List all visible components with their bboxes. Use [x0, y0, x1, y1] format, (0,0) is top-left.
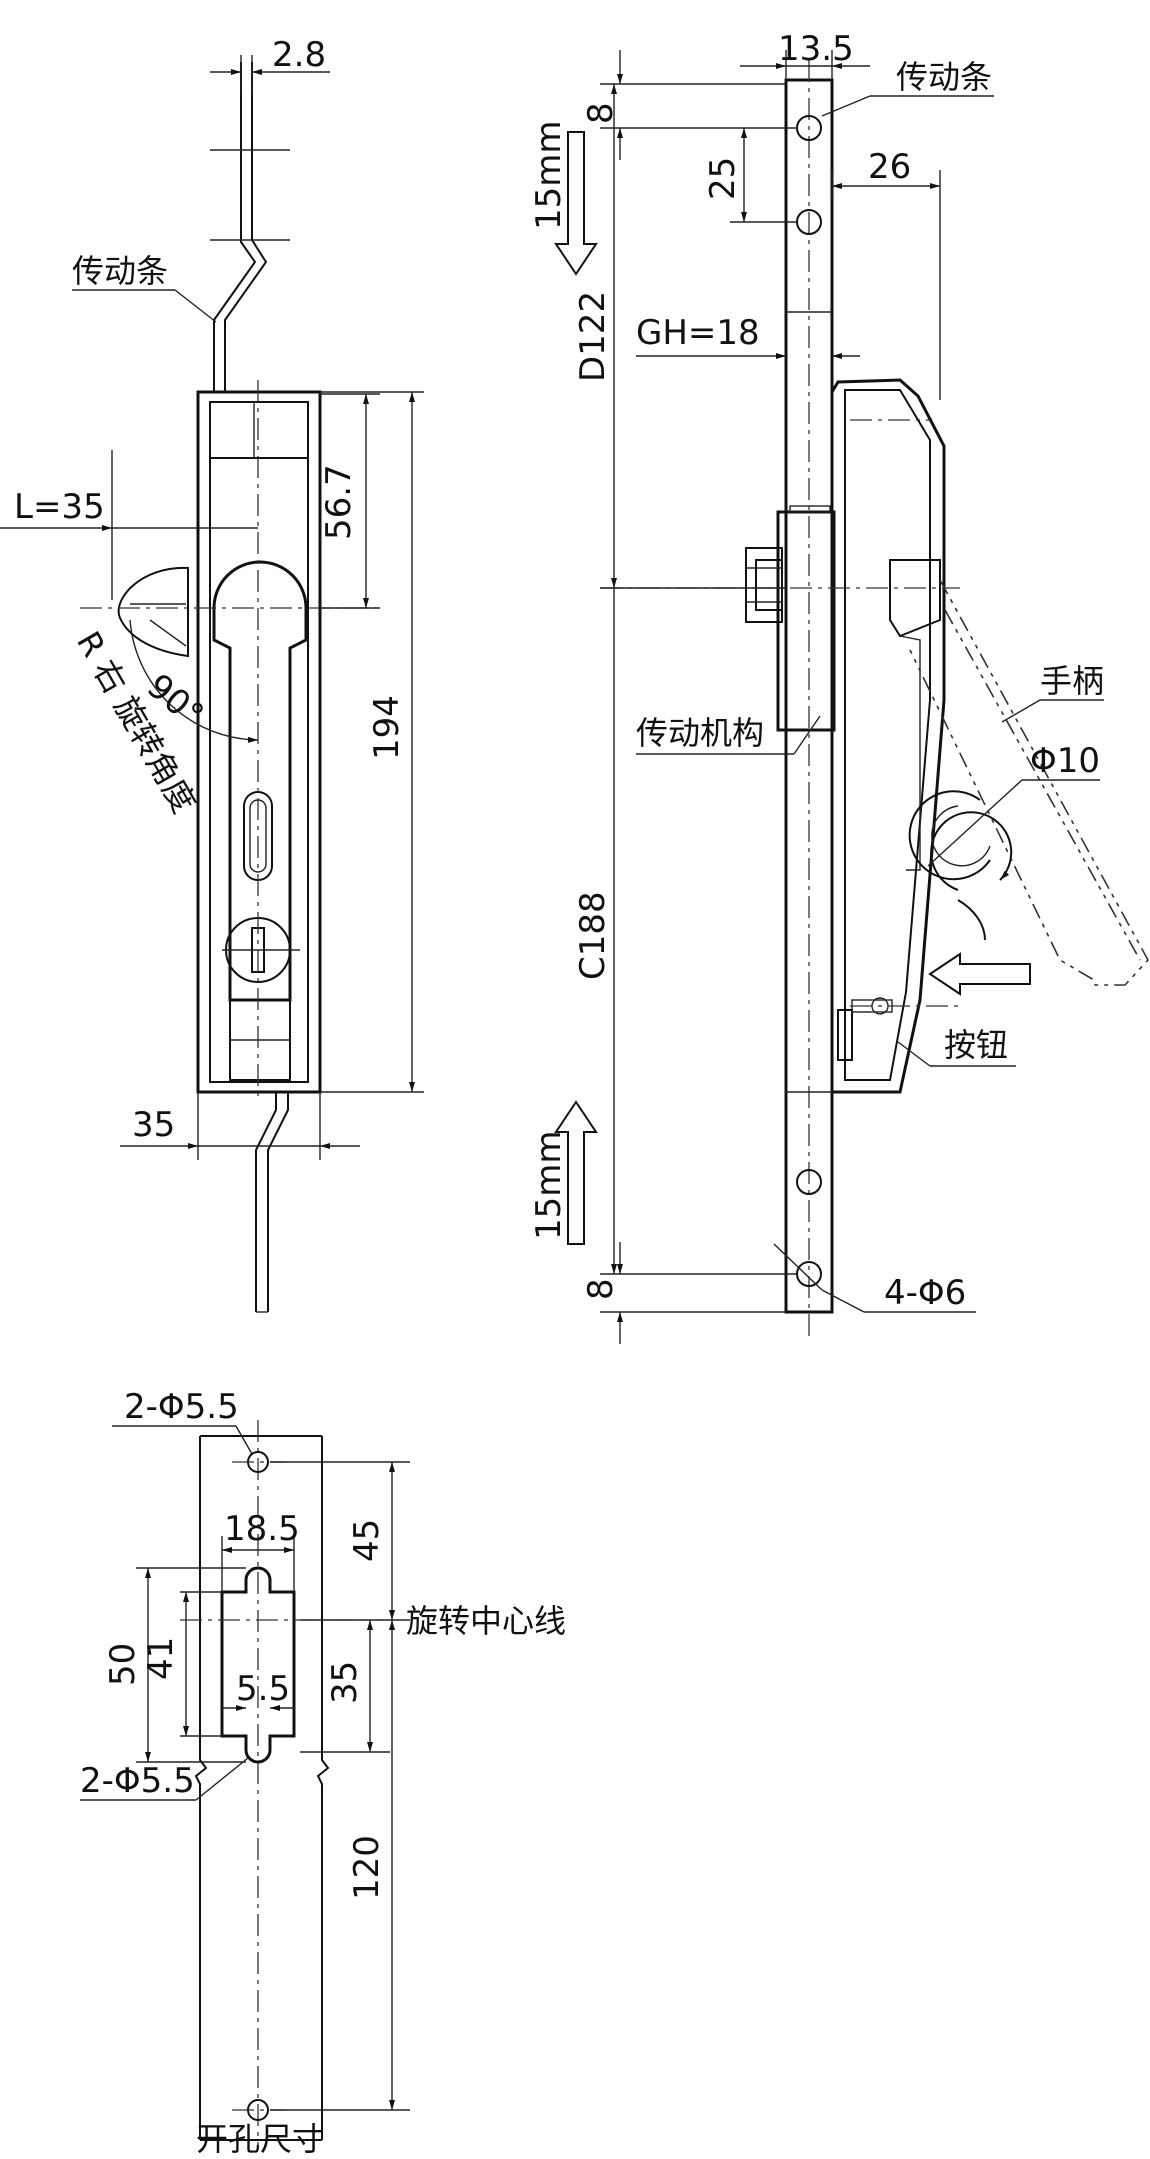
press-arrow: [928, 952, 1031, 996]
dim-25: 25: [703, 157, 743, 200]
front-handle: [212, 560, 308, 1002]
dim-cut-120: 120: [347, 1835, 387, 1900]
dim-194: 194: [367, 695, 407, 760]
dim-handle-L: L=35: [14, 487, 105, 527]
cutout-plate: [194, 1436, 330, 2140]
dim-d122: D122: [573, 291, 613, 382]
dim-26: 26: [868, 147, 911, 187]
cutout-view: 2-Φ5.5 18.5 45 旋转中心线 50 41 5.5 35 2-Φ5: [80, 1387, 566, 2150]
label-travel-up: 15mm: [529, 120, 569, 230]
side-view: 13.5 传动条 8 25 26 GH=18 D122 C188 15mm: [529, 29, 1149, 1344]
dim-cut-holes-top: 2-Φ5.5: [124, 1387, 239, 1427]
dim-width-35: 35: [132, 1105, 175, 1145]
key-cylinder: [222, 917, 300, 983]
dim-cut-50: 50: [103, 1643, 143, 1686]
label-cutout-title: 开孔尺寸: [196, 2120, 324, 2158]
dim-56-7: 56.7: [319, 464, 359, 540]
label-rotation-center-line: 旋转中心线: [406, 1602, 566, 1640]
front-view: 2.8 传动条: [0, 35, 424, 1313]
dim-cut-5-5: 5.5: [236, 1669, 290, 1709]
dim-cut-18-5: 18.5: [224, 1509, 300, 1549]
label-transmission-bar-left: 传动条: [72, 252, 168, 290]
front-lever: [117, 566, 189, 658]
label-travel-down: 15mm: [529, 1130, 569, 1240]
cutout-slot: [220, 1566, 296, 1764]
dim-cut-35: 35: [325, 1661, 365, 1704]
dim-holes-4: 4-Φ6: [884, 1273, 966, 1313]
transmission-bar-bottom: [255, 1092, 289, 1312]
label-mechanism: 传动机构: [636, 714, 764, 752]
dim-8-bottom: 8: [581, 1278, 621, 1300]
dim-phi10: Φ10: [1030, 741, 1100, 781]
dim-c188: C188: [573, 891, 613, 980]
dim-bar-thickness: 2.8: [272, 35, 326, 75]
label-button: 按钮: [944, 1026, 1008, 1064]
label-transmission-bar-right: 传动条: [896, 58, 992, 96]
side-handle: [889, 559, 941, 638]
travel-arrow-up: [554, 1100, 598, 1245]
button-part: [837, 997, 960, 1061]
transmission-bar-top: [213, 62, 268, 392]
dim-gh: GH=18: [636, 313, 760, 353]
dim-8-top: 8: [581, 102, 621, 124]
hole-3: [796, 1169, 822, 1195]
lock-body: [196, 390, 322, 1094]
dim-cut-45: 45: [347, 1519, 387, 1562]
label-handle: 手柄: [1040, 662, 1104, 700]
travel-arrow-down: [554, 131, 598, 276]
dim-cut-41: 41: [141, 1637, 181, 1680]
nut: [745, 547, 783, 623]
side-housing: [830, 378, 946, 1094]
dim-cut-holes-bottom: 2-Φ5.5: [80, 1761, 195, 1801]
handle-open-phantom: [909, 579, 1149, 986]
dim-13-5: 13.5: [778, 29, 854, 69]
